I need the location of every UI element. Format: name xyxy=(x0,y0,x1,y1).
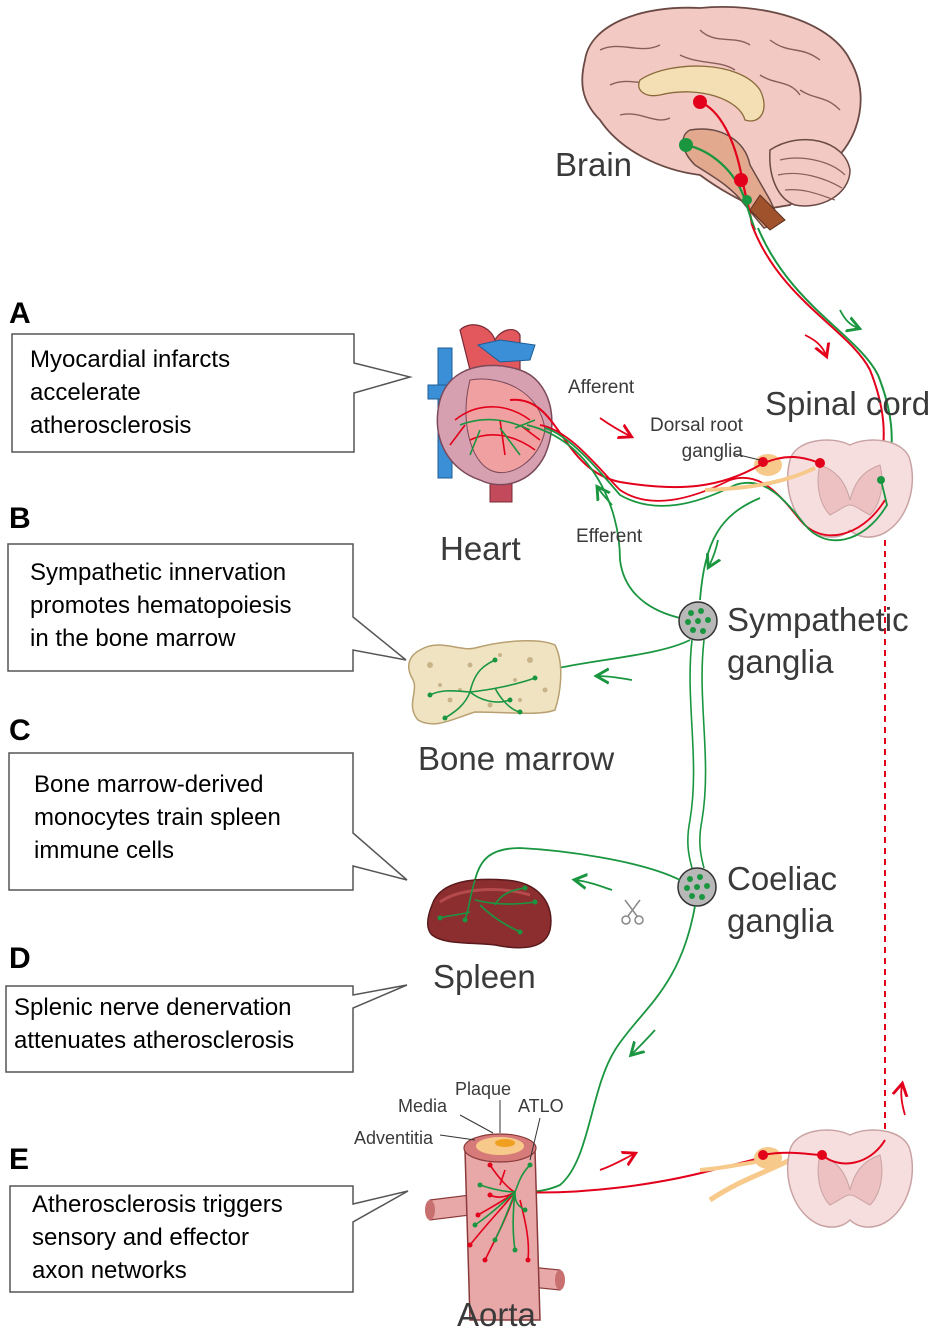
bone-marrow-illustration xyxy=(408,639,562,725)
heart-nerve-pathways xyxy=(509,398,888,621)
coeliac-ganglion xyxy=(677,867,717,907)
aorta-pathway xyxy=(514,540,905,1194)
coeliac-ganglia-label: Coeliac ganglia xyxy=(727,860,838,939)
brain-label: Brain xyxy=(555,146,633,183)
spleen-illustration xyxy=(427,878,552,949)
afferent-label: Afferent xyxy=(568,377,635,398)
spinal-cord-cross-section-upper xyxy=(786,439,914,538)
adventitia-label: Adventitia xyxy=(354,1128,434,1148)
heart-illustration xyxy=(427,324,553,503)
panel-text-b: Sympathetic innervation promotes hematop… xyxy=(30,559,292,652)
heart-label: Heart xyxy=(440,530,521,567)
panel-letter-a: A xyxy=(9,297,31,330)
callout-box-d xyxy=(5,984,408,1073)
spleen-pathway xyxy=(474,847,681,891)
panel-text-e: Atherosclerosis triggers sensory and eff… xyxy=(32,1191,283,1284)
callout-box-c xyxy=(8,752,408,891)
dorsal-root-ganglia-label: Dorsal root ganglia xyxy=(650,415,743,462)
aorta-label: Aorta xyxy=(457,1296,536,1333)
spleen-label: Spleen xyxy=(433,958,536,995)
panel-letter-c: C xyxy=(9,714,31,747)
scissors-icon xyxy=(621,899,644,925)
bone-marrow-label: Bone marrow xyxy=(418,740,615,777)
efferent-label: Efferent xyxy=(576,526,643,547)
callout-box-b xyxy=(7,543,407,672)
panel-letter-b: B xyxy=(9,502,31,535)
spinal-cord-label: Spinal cord xyxy=(765,385,930,422)
panel-letter-e: E xyxy=(9,1143,30,1176)
sympathetic-ganglia-label: Sympathetic ganglia xyxy=(727,601,909,680)
panel-letter-d: D xyxy=(9,942,31,975)
sympathetic-ganglion xyxy=(678,601,718,641)
plaque-label: Plaque xyxy=(455,1079,512,1099)
panel-text-d: Splenic nerve denervation attenuates ath… xyxy=(14,994,295,1054)
media-label: Media xyxy=(398,1096,448,1116)
efferent-trunk xyxy=(699,497,761,601)
panel-text-c: Bone marrow-derived monocytes train sple… xyxy=(34,771,281,864)
aorta-illustration xyxy=(425,1100,565,1321)
atlo-label: ATLO xyxy=(518,1096,564,1116)
callout-box-e xyxy=(9,1185,409,1293)
callout-box-a xyxy=(11,333,413,453)
brain-illustration xyxy=(581,5,862,231)
spinal-cord-cross-section-lower xyxy=(699,1129,914,1228)
sympathetic-chain xyxy=(687,639,707,869)
panel-text-a: Myocardial infarcts accelerate atheroscl… xyxy=(30,346,231,439)
